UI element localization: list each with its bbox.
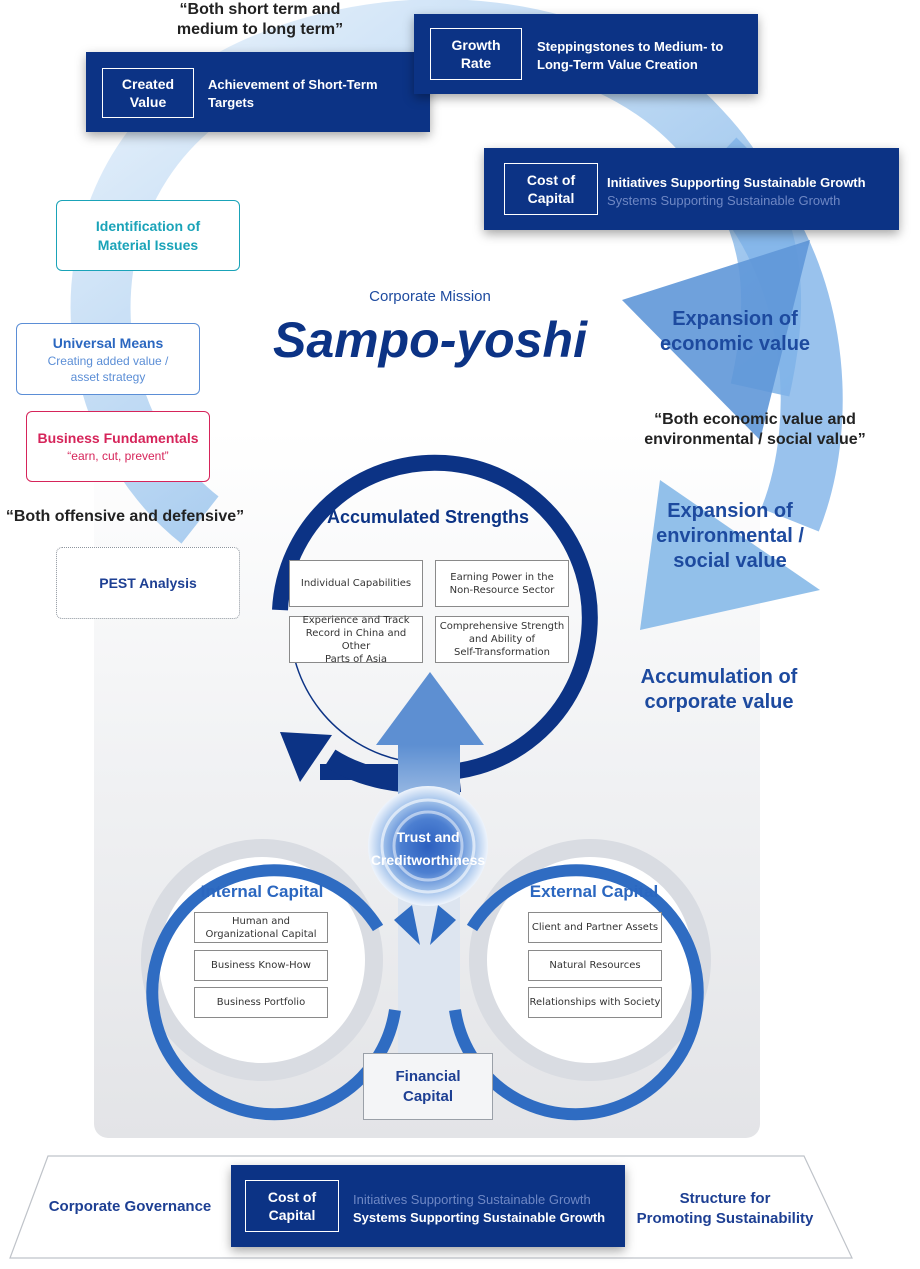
trust-circle-ring1 [380,798,476,894]
corporate-governance-label: Corporate Governance [48,1198,212,1215]
universal-means-title: Universal Means [52,334,164,351]
internal-capital-arc [146,864,401,1121]
material-issues-box: Identification of Material Issues [56,200,240,271]
short-medium-term-quote: “Both short term and medium to long term… [176,1,344,38]
business-fundamentals-title: Business Fundamentals [37,430,199,446]
accumulated-strengths-title: Accumulated Strengths [326,507,530,527]
cost-of-capital-bottom-panel: Cost of Capital Initiatives Supporting S… [231,1165,625,1247]
created-value-tag: Created Value [102,68,194,118]
trust-circle-halo [368,786,488,906]
internal-capital-arrow-head [394,905,420,945]
central-arrow-head [376,672,484,745]
environmental-value-label: Expansion of environmental / social valu… [656,500,804,572]
cost-of-capital-top-line1: Initiatives Supporting Sustainable Growt… [607,175,866,190]
trust-line1: Trust and [396,829,460,845]
strength-item: Comprehensive Strength and Ability of Se… [435,616,569,663]
external-capital-title: External Capital [529,882,659,901]
environment-arrow-head [640,480,820,630]
external-capital-arc [449,864,704,1121]
growth-rate-panel: Growth Rate Steppingstones to Medium- to… [414,14,758,94]
growth-rate-tag: Growth Rate [430,28,522,80]
cost-of-capital-top-tag: Cost of Capital [504,163,598,215]
internal-capital-item: Human and Organizational Capital [194,912,328,943]
economic-arrow-head [622,240,810,440]
strengths-arrow-head [280,732,332,782]
trust-label: Trust and Creditworthiness [358,826,498,872]
external-capital-item: Relationships with Society [528,987,662,1018]
strength-item: Earning Power in the Non-Resource Sector [435,560,569,607]
strength-item: Experience and Track Record in China and… [289,615,423,665]
business-fundamentals-sub: “earn, cut, prevent” [67,449,169,463]
strength-item: Individual Capabilities [289,560,423,607]
economic-value-label: Expansion of economic value [659,308,811,355]
created-value-description: Achievement of Short-Term Targets [208,77,378,110]
accumulation-label: Accumulation of corporate value [640,666,798,713]
sampo-yoshi-title: Sampo-yoshi [273,312,587,368]
universal-means-sub: Creating added value / asset strategy [47,353,169,384]
external-capital-arrow-head [430,905,456,945]
financial-capital-box: Financial Capital [363,1053,493,1120]
pest-analysis-label: PEST Analysis [99,574,197,591]
internal-capital-item: Business Portfolio [194,987,328,1018]
sustainability-structure-label: Structure for Promoting Sustainability [636,1190,814,1227]
internal-capital-item: Business Know-How [194,950,328,981]
cost-of-capital-top-line2: Systems Supporting Sustainable Growth [607,193,841,208]
economic-social-quote: “Both economic value and environmental /… [644,411,866,448]
strengths-cycle-arc [272,454,598,781]
external-capital-item: Natural Resources [528,950,662,981]
trust-line2: Creditworthiness [370,852,486,868]
cost-of-capital-top-panel: Cost of Capital Initiatives Supporting S… [484,148,899,230]
external-capital-item: Client and Partner Assets [528,912,662,943]
material-issues-label: Identification of Material Issues [95,217,201,253]
internal-capital-title: Internal Capital [200,882,324,901]
pest-analysis-box: PEST Analysis [56,547,240,619]
universal-means-box: Universal Means Creating added value / a… [16,323,200,395]
business-fundamentals-box: Business Fundamentals “earn, cut, preven… [26,411,210,482]
corporate-mission-label: Corporate Mission [369,288,491,305]
cost-of-capital-bottom-line2: Systems Supporting Sustainable Growth [353,1210,606,1225]
offensive-defensive-quote: “Both offensive and defensive” [5,508,245,525]
created-value-panel: Created Value Achievement of Short-Term … [86,52,430,132]
trust-circle-ring2 [392,810,464,882]
cost-of-capital-bottom-tag: Cost of Capital [245,1180,339,1232]
cost-of-capital-bottom-line1: Initiatives Supporting Sustainable Growt… [353,1192,591,1207]
growth-rate-description: Steppingstones to Medium- to Long-Term V… [537,39,724,72]
